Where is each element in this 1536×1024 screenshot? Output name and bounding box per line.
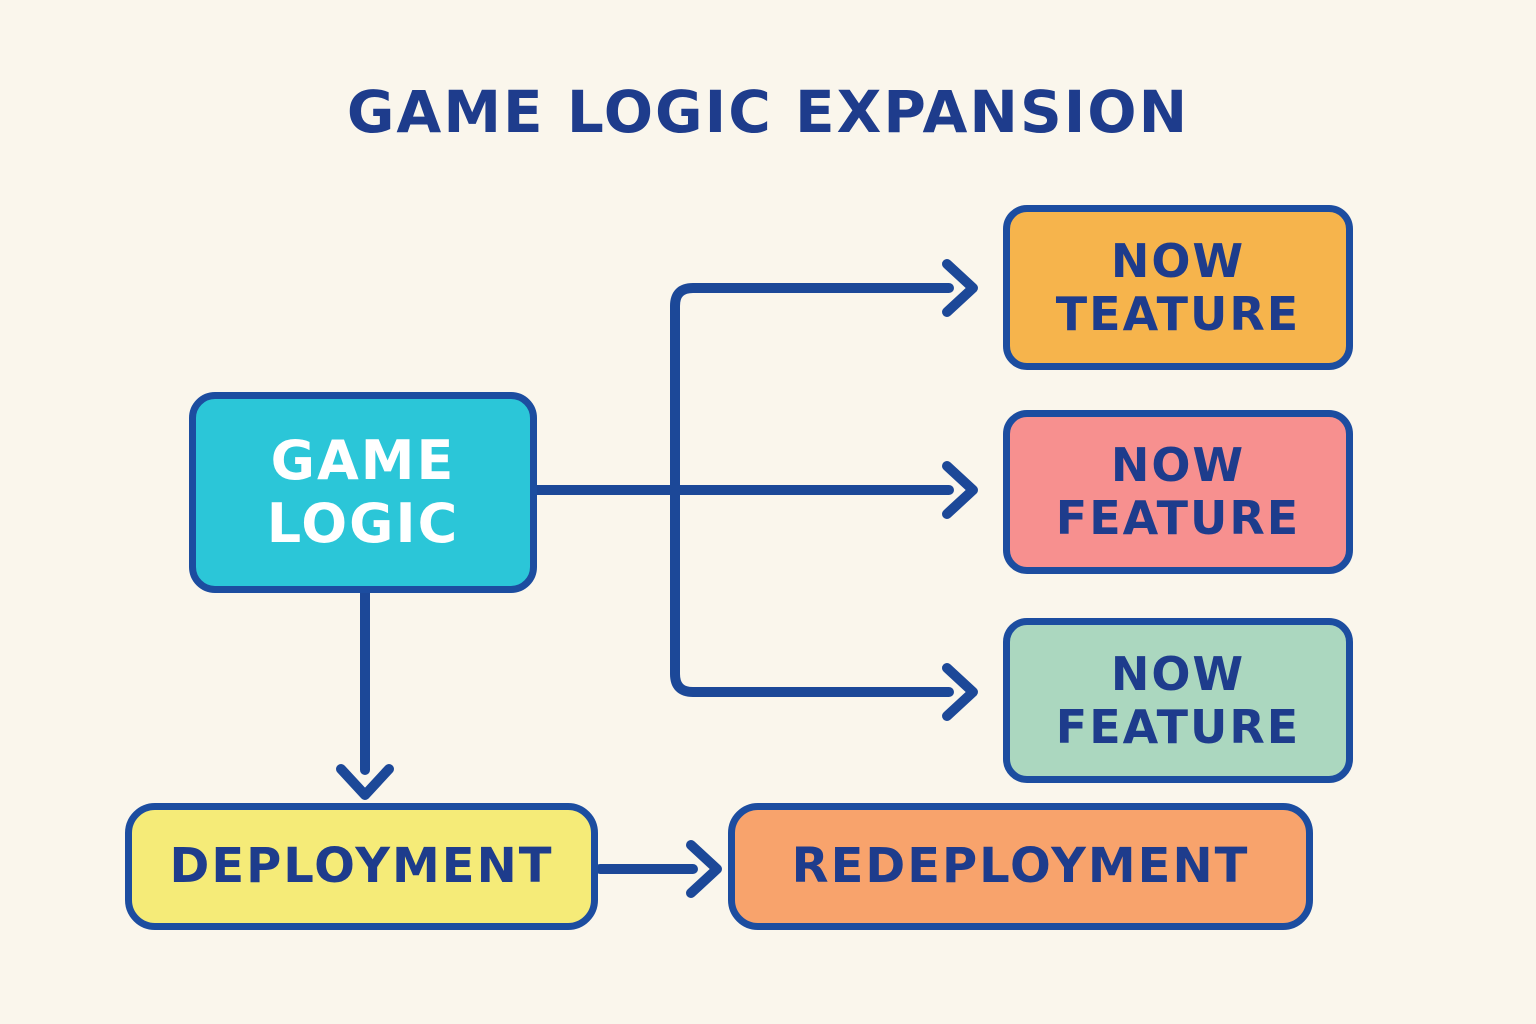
edge-game-logic-to-feature-top (670, 283, 954, 495)
node-game-logic-label-line1: GAME (270, 429, 456, 493)
node-deployment-label: DEPLOYMENT (169, 837, 554, 894)
node-feature-top-label-line2: TEATURE (1055, 286, 1301, 341)
arrowhead-redeployment (686, 840, 722, 898)
node-game-logic: GAME LOGIC (189, 392, 537, 593)
arrowhead-feature-bottom (942, 663, 978, 721)
node-feature-mid-label-line2: FEATURE (1055, 491, 1301, 545)
diagram-title: GAME LOGIC EXPANSION (346, 78, 1190, 146)
node-redeployment-label: REDEPLOYMENT (791, 837, 1250, 894)
node-feature-mid-label-line1: NOW (1110, 438, 1246, 493)
arrowhead-feature-top (942, 259, 978, 317)
node-feature-top-label-line1: NOW (1110, 233, 1246, 288)
node-redeployment: REDEPLOYMENT (728, 803, 1313, 930)
arrowhead-feature-mid (942, 461, 978, 519)
node-deployment: DEPLOYMENT (125, 803, 598, 930)
arrowhead-deployment (336, 764, 394, 800)
node-feature-bottom-label-line1: NOW (1110, 646, 1246, 701)
node-game-logic-label-line2: LOGIC (266, 491, 460, 555)
node-feature-bottom-label-line2: FEATURE (1055, 699, 1301, 754)
node-feature-mid: NOW FEATURE (1003, 410, 1353, 574)
edge-game-logic-to-feature-bottom (670, 485, 954, 697)
node-feature-top: NOW TEATURE (1003, 205, 1353, 370)
node-feature-bottom: NOW FEATURE (1003, 618, 1353, 783)
